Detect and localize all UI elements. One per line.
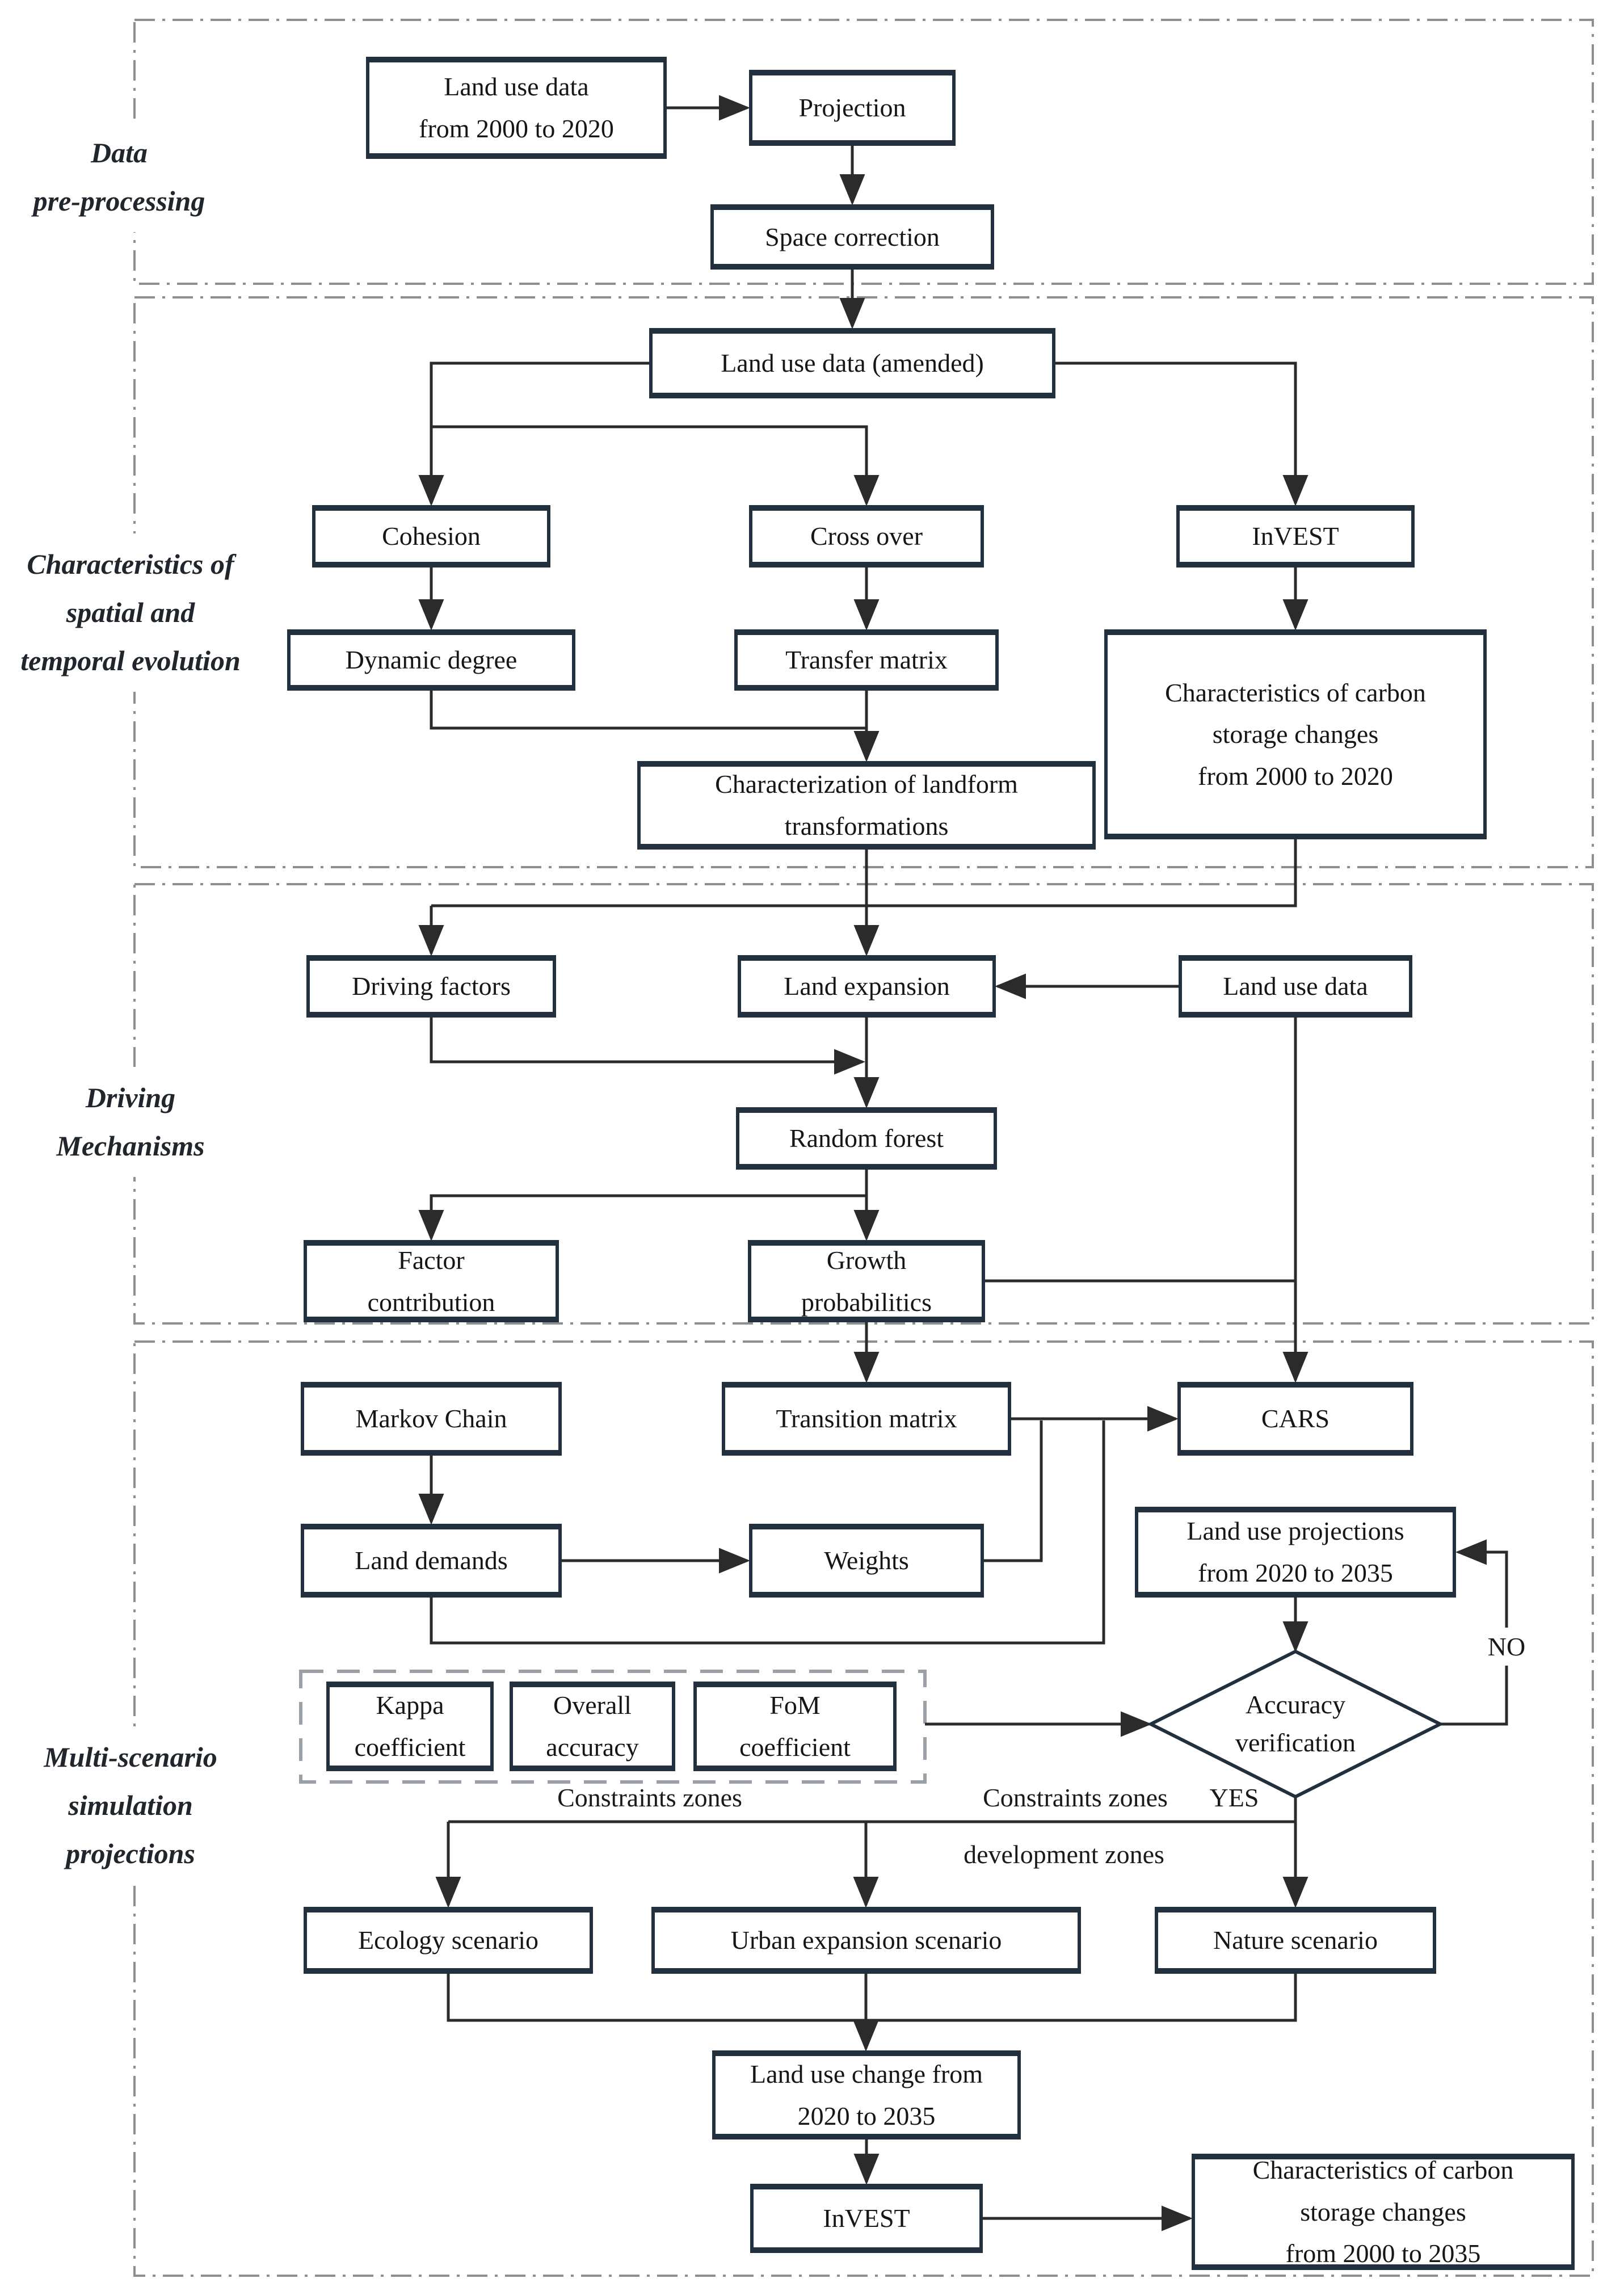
edge-amended-to-cohesion (418, 362, 649, 506)
node-factor-contribution: Factor contribution (304, 1240, 559, 1322)
edge-dynamic-join-transfer (430, 691, 866, 730)
node-driving-factors: Driving factors (306, 955, 556, 1018)
node-growth-probabilities: Growth probabilitics (748, 1240, 985, 1322)
node-weights: Weights (749, 1524, 984, 1598)
node-projection: Projection (749, 70, 956, 146)
edge-amended-to-invest (1055, 362, 1309, 506)
node-carbon-storage-2020: Characteristics of carbon storage change… (1104, 629, 1487, 839)
edge-randomforest-to-factor (418, 1194, 866, 1241)
label-yes: YES (1209, 1783, 1259, 1812)
node-land-use-data-2000-2020: Land use data from 2000 to 2020 (366, 57, 667, 159)
node-dynamic-degree: Dynamic degree (287, 629, 575, 691)
coefficient-group-frame (299, 1670, 927, 1784)
edge-driving-to-junction (430, 1018, 865, 1075)
label-constraints-left: Constraints zones (557, 1783, 742, 1812)
node-transition-matrix: Transition matrix (722, 1382, 1011, 1456)
node-kappa-coefficient: Kappa coefficient (326, 1682, 494, 1771)
node-land-use-change-2035: Land use change from 2020 to 2035 (712, 2050, 1021, 2140)
node-land-use-data: Land use data (1179, 955, 1412, 1018)
node-transfer-matrix: Transfer matrix (734, 629, 999, 691)
node-urban-expansion-scenario: Urban expansion scenario (651, 1907, 1081, 1974)
node-accuracy-verification: Accuracy verification (1235, 1690, 1356, 1757)
node-nature-scenario: Nature scenario (1155, 1907, 1436, 1974)
node-cars: CARS (1177, 1382, 1413, 1456)
section-label-spatial-temporal: Characteristics of spatial and temporal … (9, 533, 253, 692)
edge-scenario-merge-line (447, 1974, 1297, 2022)
node-land-demands: Land demands (301, 1524, 562, 1598)
node-carbon-storage-2035: Characteristics of carbon storage change… (1192, 2154, 1575, 2270)
label-development-zones: development zones (964, 1840, 1164, 1869)
node-invest-top: InVEST (1176, 505, 1415, 568)
node-land-expansion: Land expansion (738, 955, 996, 1018)
edge-demands-join-cars (430, 1420, 1105, 1645)
edge-carbon2020-routing (431, 839, 1297, 907)
edge-amended-to-crossover (431, 425, 880, 506)
node-space-correction: Space correction (710, 204, 994, 270)
node-land-use-data-amended: Land use data (amended) (649, 328, 1055, 398)
node-land-use-projections: Land use projections from 2020 to 2035 (1135, 1507, 1456, 1598)
node-overall-accuracy: Overall accuracy (510, 1682, 675, 1771)
section-label-data-preprocessing: Data pre-processing (17, 122, 221, 232)
label-no: NO (1464, 1628, 1549, 1666)
section-frame-multi-scenario (133, 1340, 1594, 2277)
node-ecology-scenario: Ecology scenario (304, 1907, 593, 1974)
node-cohesion: Cohesion (312, 505, 550, 568)
node-fom-coefficient: FoM coefficient (693, 1682, 897, 1771)
accuracy-verification-diamond (1147, 1649, 1444, 1799)
node-invest-bottom: InVEST (750, 2184, 983, 2253)
node-random-forest: Random forest (736, 1107, 997, 1170)
label-constraints-right: Constraints zones (983, 1783, 1168, 1812)
node-cross-over: Cross over (749, 505, 984, 568)
node-markov-chain: Markov Chain (301, 1382, 562, 1456)
section-label-multi-scenario: Multi-scenario simulation projections (28, 1726, 233, 1885)
node-landform-transformations: Characterization of landform transformat… (637, 761, 1096, 850)
section-label-driving-mechanisms: Driving Mechanisms (40, 1067, 221, 1177)
edge-weights-join-cars (984, 1420, 1043, 1562)
